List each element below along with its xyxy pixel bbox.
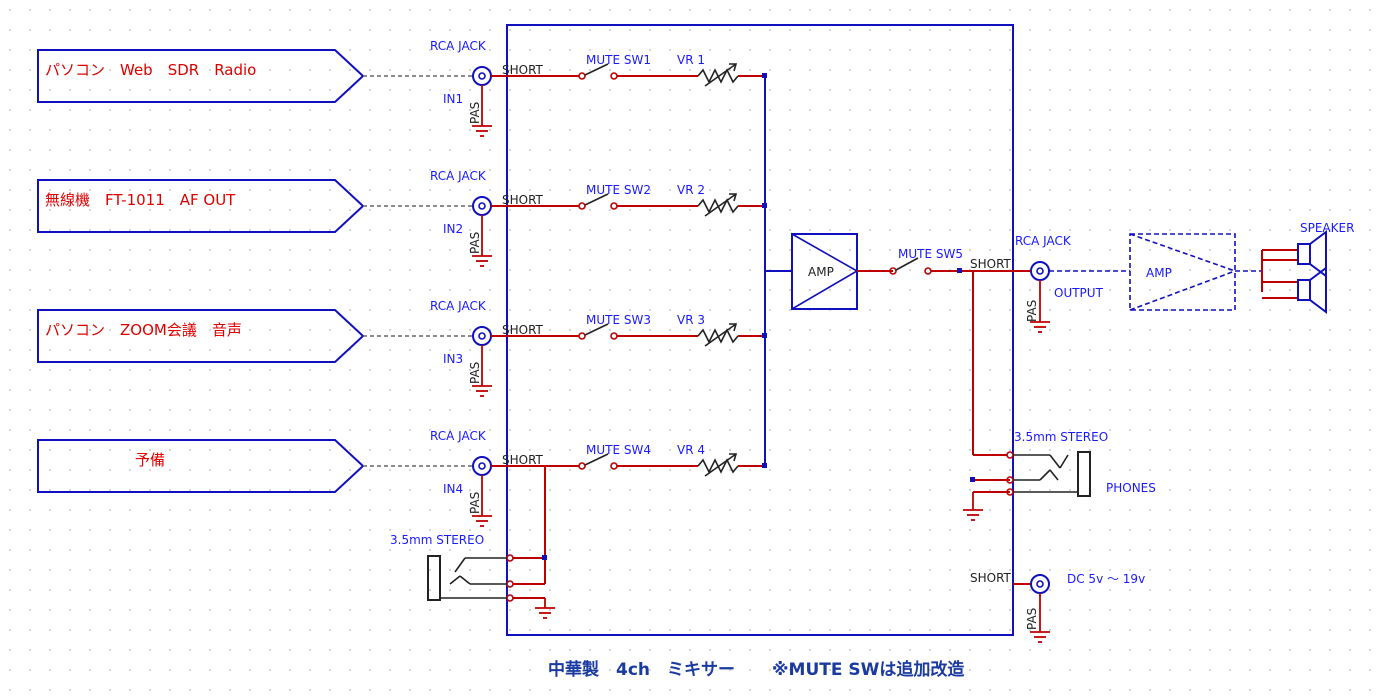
source-label-1: パソコン Web SDR Radio: [45, 61, 256, 79]
vr-label-2: VR 2: [677, 183, 705, 197]
stereo-jack-icon: [427, 555, 507, 601]
bus-node-1: [762, 73, 767, 78]
mute-switch-5-label: MUTE SW5: [898, 247, 963, 261]
power-short-label: SHORT: [970, 571, 1012, 585]
ground-icon: [472, 125, 492, 137]
short-label-4: SHORT: [502, 453, 544, 467]
ground-icon: [472, 385, 492, 397]
phones-label: PHONES: [1106, 481, 1156, 495]
pas-label-4: PAS: [468, 492, 482, 514]
vr-label-4: VR 4: [677, 443, 705, 457]
output-section: SHORT RCA JACK OUTPUT PAS: [957, 234, 1130, 456]
source-box-2: [37, 179, 365, 233]
internal-amp-label: AMP: [808, 265, 834, 279]
power-label: DC 5v ～ 19v: [1067, 572, 1145, 586]
source-box-1: [37, 49, 365, 103]
rca-jack-label-2: RCA JACK: [430, 169, 487, 183]
phones-ground-icon: [963, 509, 983, 521]
mixing-bus: [764, 76, 792, 466]
source-box-3: [37, 309, 365, 363]
external-amp-label: AMP: [1146, 266, 1172, 280]
input-number-label-4: IN4: [443, 482, 463, 496]
mute-switch-label-2: MUTE SW2: [586, 183, 651, 197]
pas-label-3: PAS: [468, 362, 482, 384]
mute-switch-label-4: MUTE SW4: [586, 443, 651, 457]
input-number-label-1: IN1: [443, 92, 463, 106]
aux-input: 3.5mm STEREO: [390, 466, 555, 619]
aux-ground-icon: [535, 607, 555, 619]
short-label-3: SHORT: [502, 323, 544, 337]
output-short-label: SHORT: [970, 257, 1012, 271]
mute-switch-label-3: MUTE SW3: [586, 313, 651, 327]
rca-jack-label-1: RCA JACK: [430, 39, 487, 53]
rca-jack-label-3: RCA JACK: [430, 299, 487, 313]
output-ground-icon: [1030, 321, 1050, 333]
mixer-enclosure: [506, 24, 1014, 636]
output-jack-label: RCA JACK: [1015, 234, 1072, 248]
mute-switch-icon: [578, 323, 618, 340]
pas-label-1: PAS: [468, 102, 482, 124]
diagram-title: 中華製 4ch ミキサー: [548, 659, 735, 680]
vr-label-1: VR 1: [677, 53, 705, 67]
input-number-label-3: IN3: [443, 352, 463, 366]
pas-label-2: PAS: [468, 232, 482, 254]
potentiometer-icon: [697, 323, 739, 347]
speaker-section: SPEAKER: [1261, 221, 1354, 314]
potentiometer-icon: [697, 63, 739, 87]
headphone-jack-icon: [1013, 451, 1091, 497]
phones-jack-label: 3.5mm STEREO: [1014, 430, 1108, 444]
output-pas-label: PAS: [1025, 300, 1039, 322]
speaker-icon: [1297, 266, 1327, 314]
ground-icon: [472, 515, 492, 527]
short-label-1: SHORT: [502, 63, 544, 77]
potentiometer-icon: [697, 453, 739, 477]
power-input: SHORT DC 5v ～ 19v PAS: [970, 571, 1145, 643]
diagram-note: ※MUTE SWは追加改造: [772, 659, 965, 680]
power-ground-icon: [1030, 631, 1050, 643]
input-number-label-2: IN2: [443, 222, 463, 236]
short-label-2: SHORT: [502, 193, 544, 207]
source-box-4: [37, 439, 365, 493]
aux-input-label: 3.5mm STEREO: [390, 533, 484, 547]
mute-switch-label-1: MUTE SW1: [586, 53, 651, 67]
rca-jack-label-4: RCA JACK: [430, 429, 487, 443]
ground-icon: [472, 255, 492, 267]
vr-label-3: VR 3: [677, 313, 705, 327]
mute-switch-icon: [578, 453, 618, 470]
mute-switch-icon: [578, 193, 618, 210]
source-label-3: パソコン ZOOM会議 音声: [45, 321, 242, 339]
mute-switch-5: MUTE SW5: [857, 247, 1030, 275]
source-label-4: 予備: [135, 451, 165, 469]
source-label-2: 無線機 FT-1011 AF OUT: [45, 191, 236, 209]
speaker-label: SPEAKER: [1300, 221, 1354, 235]
phones-jack: 3.5mm STEREO PHONES: [963, 430, 1156, 521]
external-amp: AMP: [1129, 233, 1262, 311]
output-label: OUTPUT: [1054, 286, 1104, 300]
power-pas-label: PAS: [1025, 608, 1039, 630]
potentiometer-icon: [697, 193, 739, 217]
